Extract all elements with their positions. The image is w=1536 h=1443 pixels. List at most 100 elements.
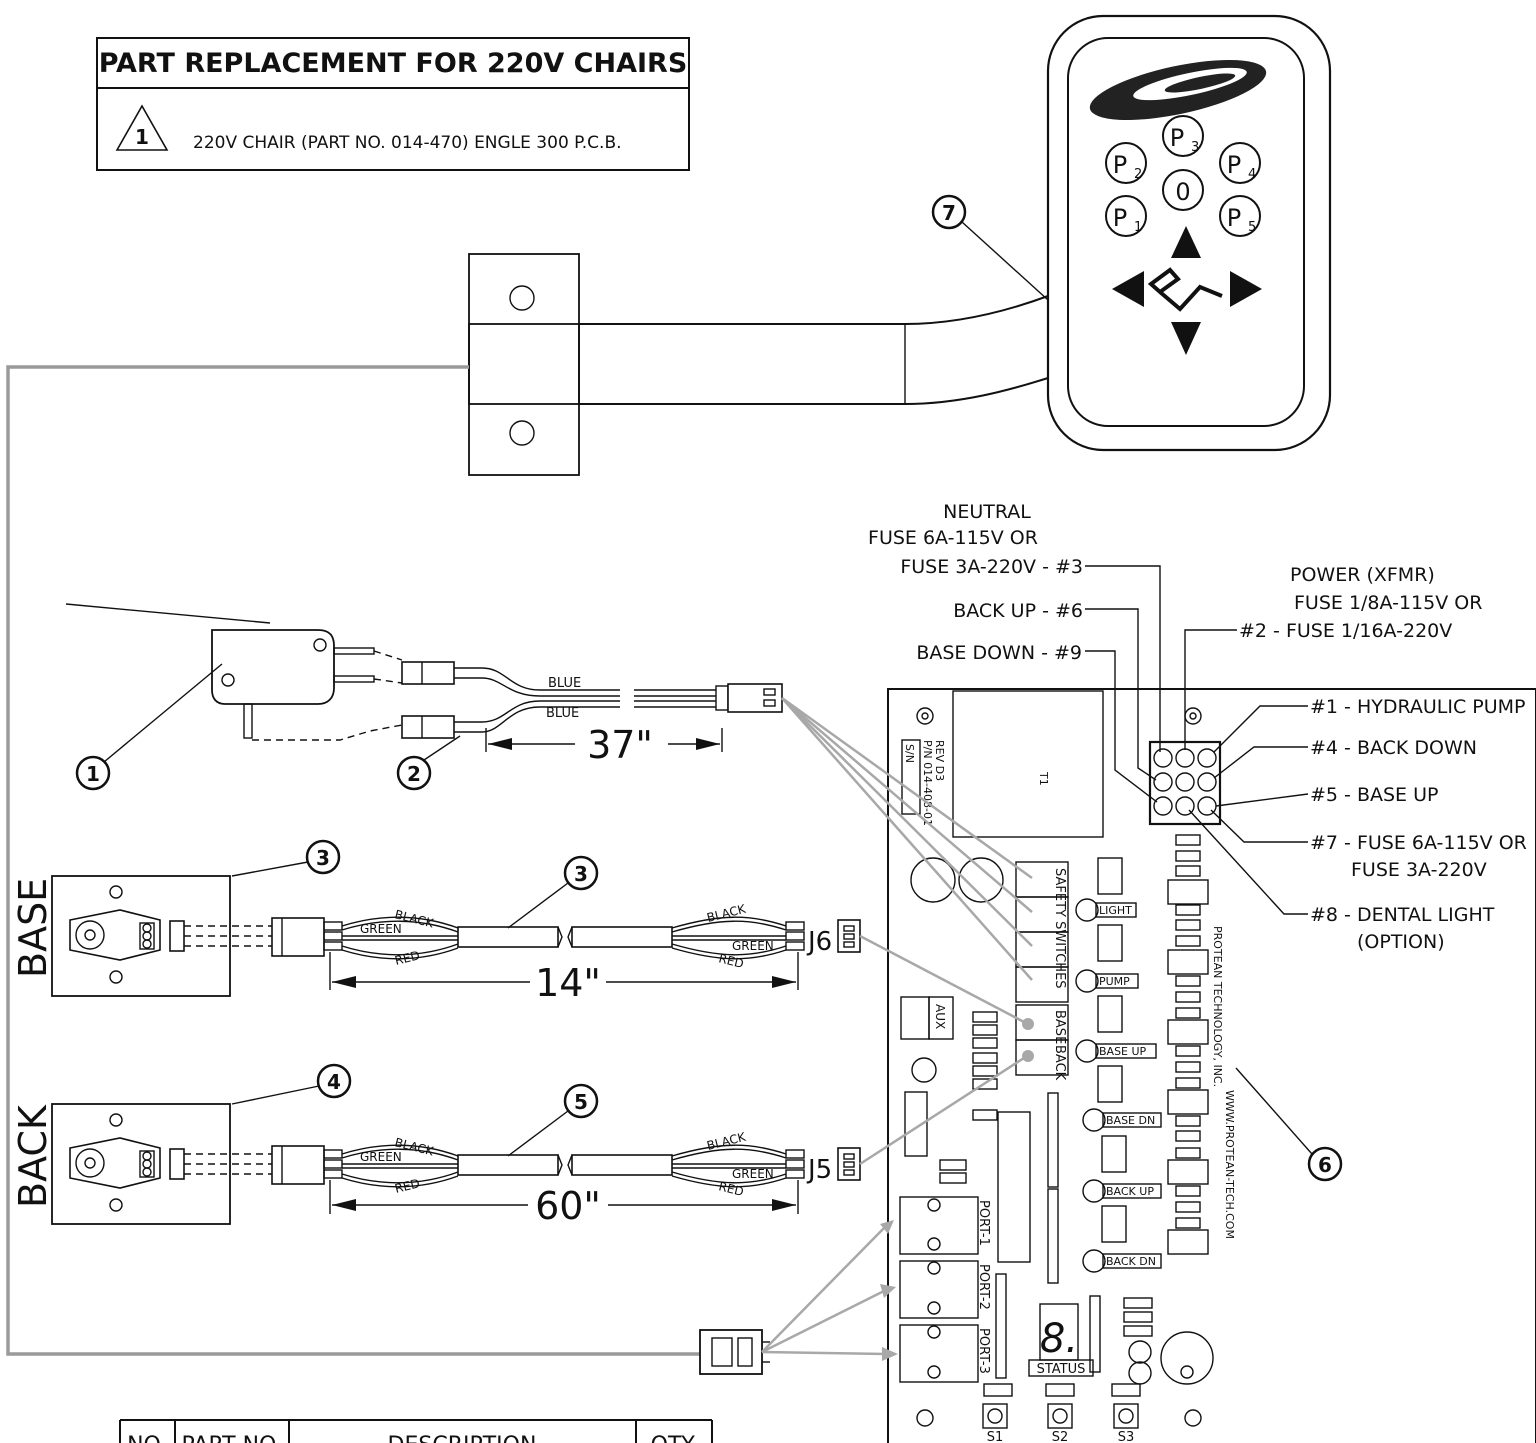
button-p2[interactable]: P 2 [1105,142,1147,184]
label-fuse-3a: FUSE 3A-220V - #3 [900,556,1083,578]
label-dental-light: #8 - DENTAL LIGHT [1310,904,1495,926]
led-light: LIGHT [1099,904,1132,917]
switch-harness: BLUE BLUE 37" [401,661,783,767]
back-wire-red-right: RED [717,1179,745,1199]
svg-text:3: 3 [574,862,588,886]
callout-2: 2 [396,735,461,791]
fuse-labels-left: NEUTRAL FUSE 6A-115V OR FUSE 3A-220V - #… [868,501,1161,803]
pcb-aux: AUX [933,1004,947,1029]
svg-text:2: 2 [407,762,421,786]
button-p3[interactable]: P 3 [1162,115,1204,157]
pcb-safety-switches: SAFETY SWITCHES [1052,868,1067,989]
callout-6: 6 [1235,1067,1343,1182]
parts-table: NO. PART NO. DESCRIPTION QTY. [119,1419,713,1443]
svg-text:P: P [1227,204,1241,232]
svg-text:4: 4 [327,1070,341,1094]
svg-text:S3: S3 [1118,1430,1135,1443]
svg-text:3: 3 [1191,140,1199,155]
label-fuse-6a: FUSE 6A-115V OR [868,527,1038,549]
table-header-description: DESCRIPTION [388,1433,537,1443]
svg-text:6: 6 [1318,1153,1332,1177]
svg-text:7: 7 [942,201,956,225]
svg-text:S1: S1 [987,1430,1004,1443]
base-wire-green-right: GREEN [732,939,774,953]
label-fuse-116a: #2 - FUSE 1/16A-220V [1239,620,1452,642]
arrow-right-icon[interactable] [1230,271,1262,307]
button-zero[interactable]: 0 [1162,169,1204,211]
label-fuse-7a: #7 - FUSE 6A-115V OR [1310,832,1527,854]
base-wire-red-left: RED [393,948,421,968]
status-digit-icon: 8. [1040,1316,1078,1362]
base-wire-red-right: RED [717,951,745,971]
label-fuse-7b: FUSE 3A-220V [1351,859,1487,881]
callout-7: 7 [931,194,1049,301]
callout-1: 1 [75,663,223,791]
wire-label-blue-top: BLUE [548,676,581,691]
part-replacement-box: PART REPLACEMENT FOR 220V CHAIRS 1 220V … [96,37,690,171]
table-header-qty: QTY. [651,1433,698,1443]
arrow-up-icon[interactable] [1171,226,1201,258]
pendant-logo-icon [1089,59,1267,121]
label-fuse-18a: FUSE 1/8A-115V OR [1294,592,1482,614]
table-header-part-no: PART NO. [182,1433,283,1443]
label-neutral: NEUTRAL [943,501,1031,523]
svg-text:1: 1 [86,762,100,786]
pcb-revision: REV D3 [933,740,946,781]
label-base-down: BASE DOWN - #9 [916,642,1082,664]
switch-s2[interactable]: S2 [1047,1403,1073,1443]
svg-text:1: 1 [1134,220,1142,235]
connection-arrows [761,696,1034,1361]
dim-switch-harness: 37" [587,723,653,767]
table-header-no: NO. [127,1433,167,1443]
button-p4[interactable]: P 4 [1219,142,1261,184]
callout-3-base: 3 [231,839,341,877]
pcb-port-3: PORT-3 [976,1328,991,1374]
button-p1[interactable]: P 1 [1105,195,1147,237]
pcb-port-2: PORT-2 [976,1264,991,1310]
callout-3-back: 4 [231,1063,352,1105]
led-base-up: BASE UP [1099,1045,1147,1058]
pcb-maker: PROTEAN TECHNOLOGY, INC. [1211,926,1224,1087]
svg-text:3: 3 [316,846,330,870]
back-harness: BLACK GREEN RED BLACK GREEN RED J5 60" [271,1130,861,1228]
arrow-down-icon[interactable] [1171,322,1201,355]
pcb-part-number: P/N 014-408-01 [921,740,934,826]
connector-j5: J5 [806,1155,832,1185]
led-pump: PUMP [1099,975,1130,988]
led-base-dn: BASE DN [1106,1114,1155,1127]
svg-text:5: 5 [574,1090,588,1114]
note-triangle-icon [115,104,169,151]
side-label-base: BASE [11,878,55,978]
label-power: POWER (XFMR) [1290,564,1435,586]
base-potentiometer [51,875,231,997]
svg-text:P: P [1227,151,1241,179]
led-back-dn: BACK DN [1106,1255,1156,1268]
led-back-up: BACK UP [1106,1185,1154,1198]
note-text: 220V CHAIR (PART NO. 014-470) ENGLE 300 … [193,133,622,153]
button-p5[interactable]: P 5 [1219,195,1261,237]
svg-text:2: 2 [1134,167,1142,182]
dim-base-harness: 14" [535,961,601,1005]
back-potentiometer [51,1103,231,1225]
label-hydraulic-pump: #1 - HYDRAULIC PUMP [1310,696,1526,718]
dim-back-harness: 60" [535,1184,601,1228]
callout-4: 3 [507,855,599,929]
part-replacement-title: PART REPLACEMENT FOR 220V CHAIRS [99,48,688,79]
label-back-up: BACK UP - #6 [953,600,1083,622]
pcb-status: STATUS [1037,1362,1086,1377]
label-dental-light-option: (OPTION) [1357,931,1445,953]
safety-switch [65,603,375,739]
label-base-up: #5 - BASE UP [1310,784,1438,806]
pcb-base: BASE [1052,1010,1067,1044]
back-wire-green-left: GREEN [360,1150,402,1164]
svg-text:P: P [1113,204,1127,232]
switch-s1[interactable]: S1 [982,1403,1008,1443]
back-wire-red-left: RED [393,1176,421,1196]
chair-icon [1147,267,1223,312]
base-wire-green-left: GREEN [360,922,402,936]
mounting-bracket [468,253,1049,476]
switch-s3[interactable]: S3 [1113,1403,1139,1443]
pcb-t1: T1 [1037,771,1050,786]
svg-text:P: P [1170,124,1184,152]
arrow-left-icon[interactable] [1112,271,1144,307]
